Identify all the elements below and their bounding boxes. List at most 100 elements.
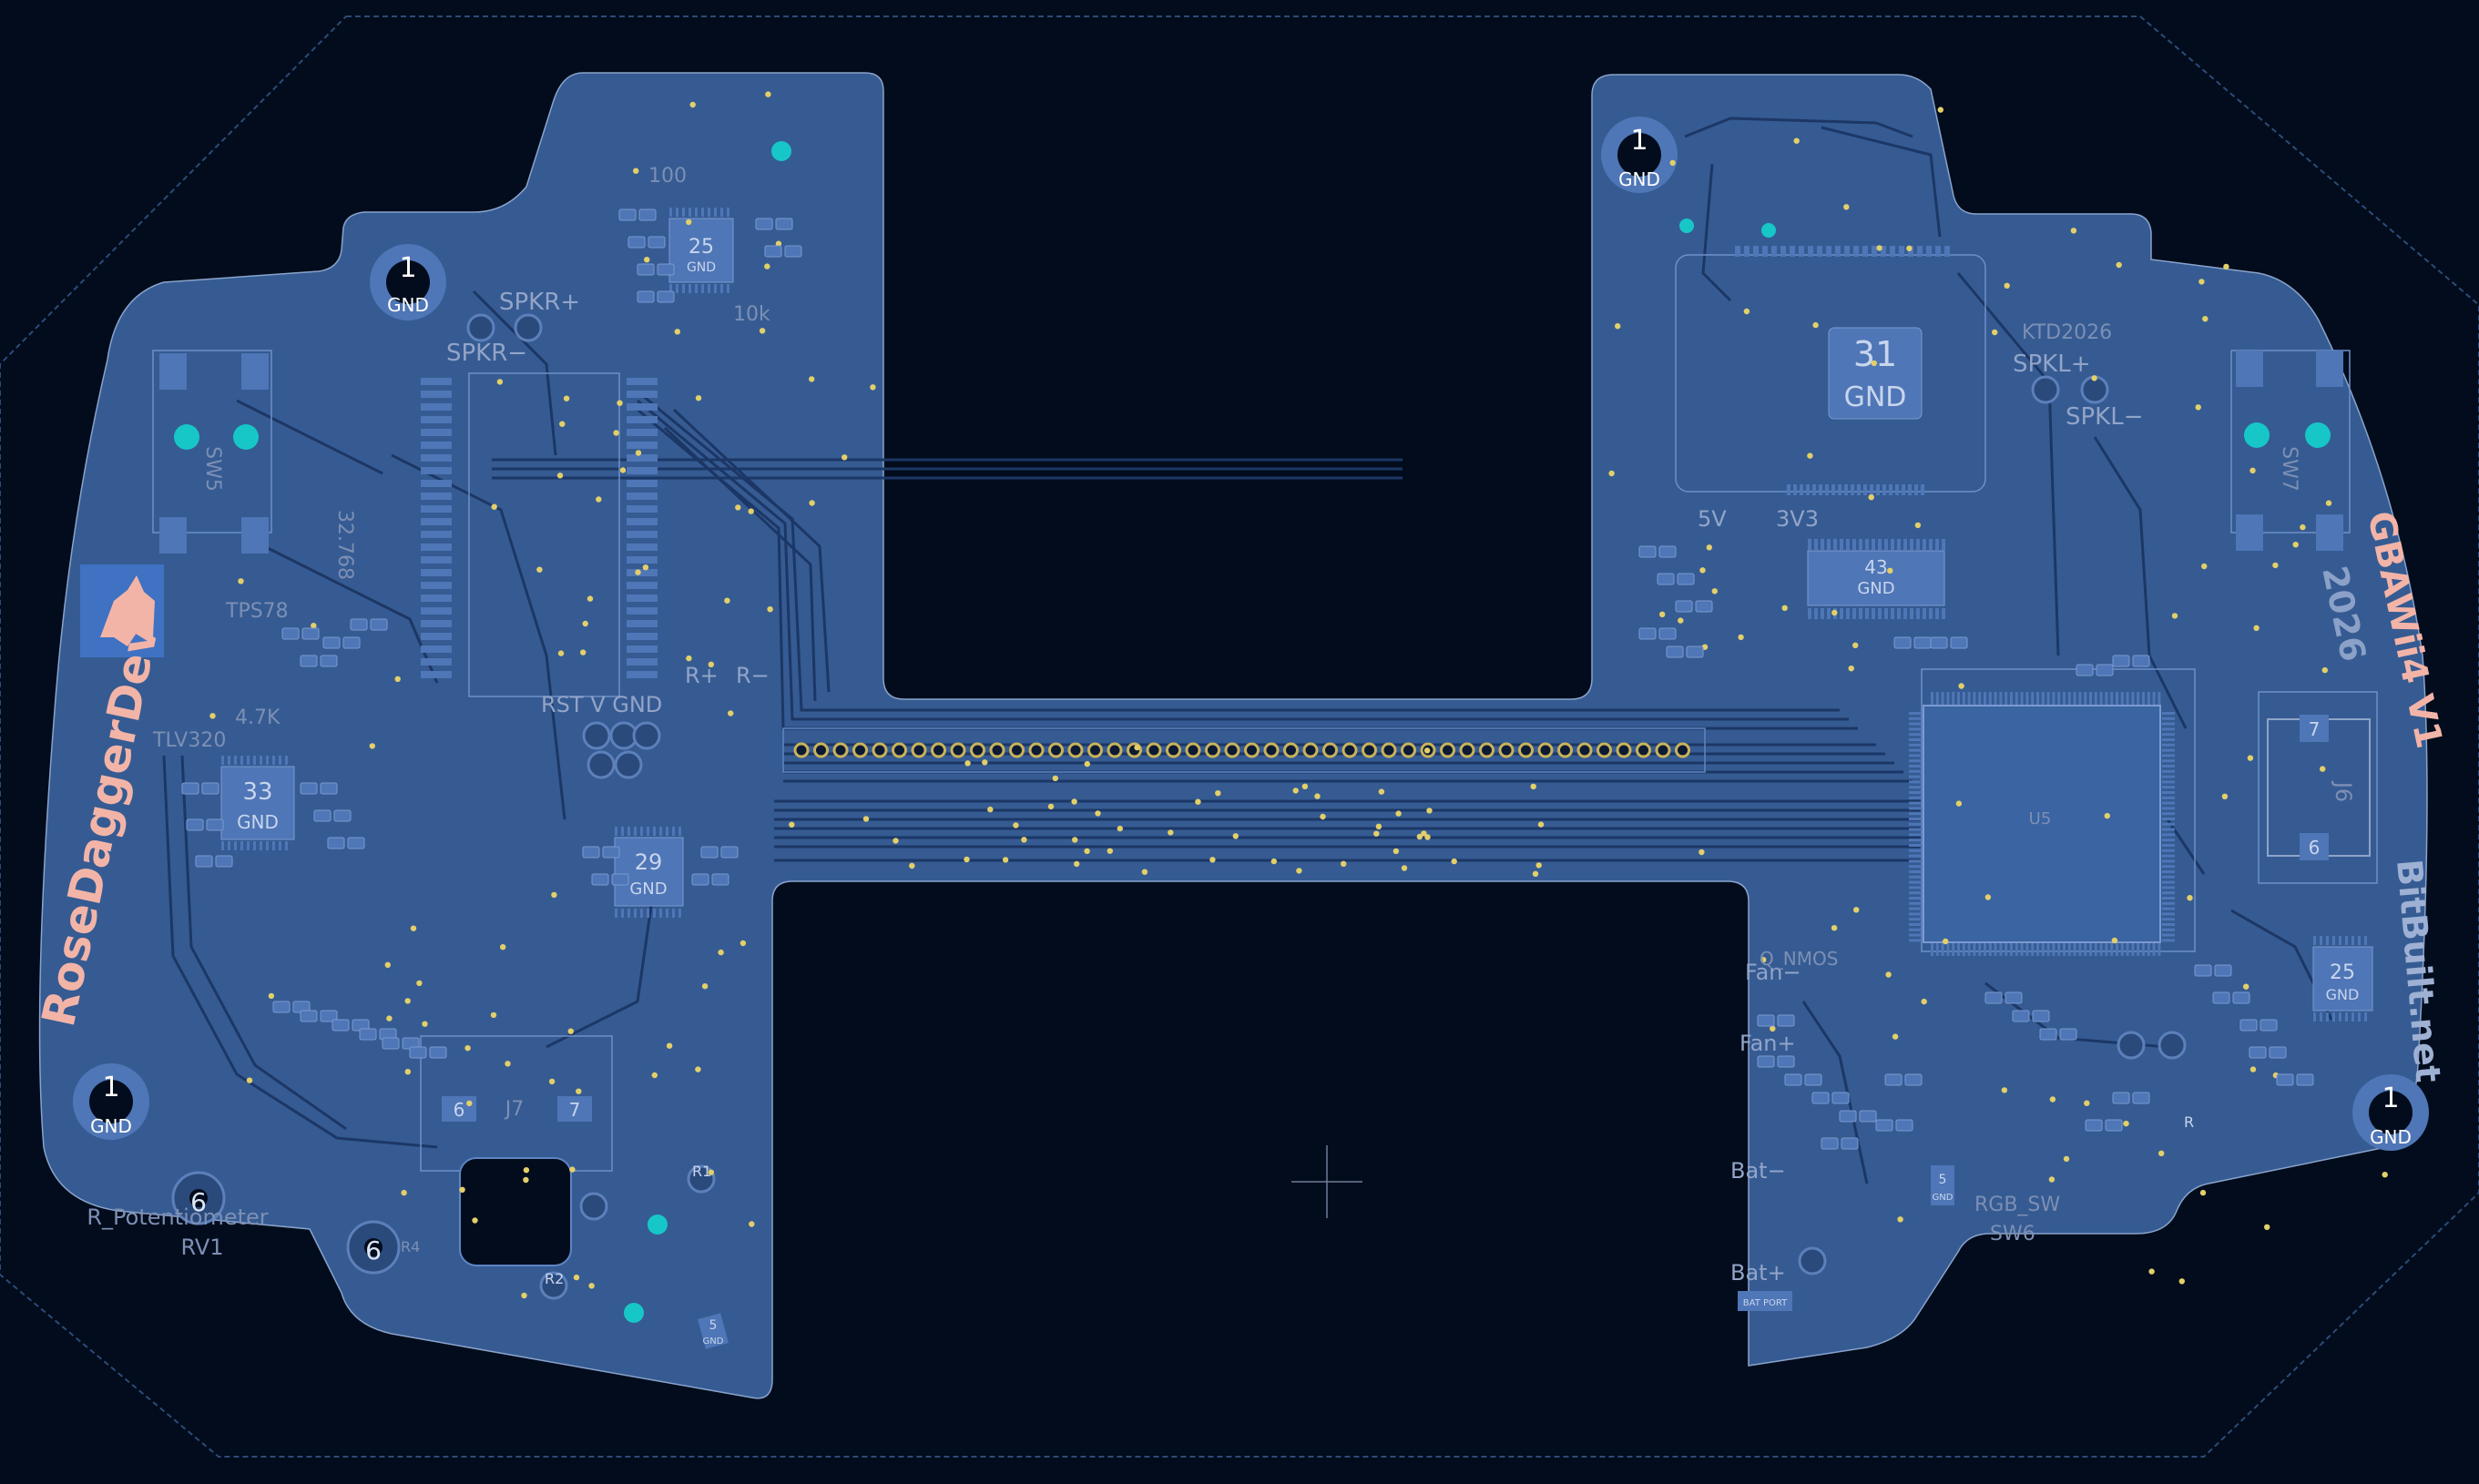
ic-u25-right: 25 GND bbox=[2312, 946, 2373, 1011]
j7-connector[interactable]: 6 7 J7 bbox=[442, 1096, 592, 1266]
header-pin bbox=[1263, 742, 1280, 758]
svg-text:RGB_SW: RGB_SW bbox=[1974, 1194, 2060, 1216]
r-potentiometer-label: R_Potentiometer bbox=[87, 1204, 268, 1230]
ic-u33: 33 GND bbox=[220, 766, 295, 840]
header-pin bbox=[1087, 742, 1103, 758]
svg-text:R1: R1 bbox=[692, 1163, 711, 1180]
svg-text:Q_NMOS: Q_NMOS bbox=[1760, 948, 1838, 970]
svg-text:25: 25 bbox=[2330, 961, 2355, 984]
spkr-plus-label: SPKR+ bbox=[499, 289, 580, 316]
svg-text:6: 6 bbox=[190, 1187, 207, 1217]
round-test-pads[interactable] bbox=[466, 313, 2187, 1300]
svg-text:7: 7 bbox=[2309, 718, 2321, 740]
svg-text:GND: GND bbox=[90, 1115, 132, 1137]
bat-minus-label: Bat− bbox=[1730, 1158, 1786, 1184]
header-pin bbox=[931, 742, 946, 758]
header-pin bbox=[1576, 742, 1593, 758]
header-pin bbox=[1283, 742, 1299, 758]
svg-text:GND: GND bbox=[237, 811, 279, 833]
3v3-label: 3V3 bbox=[1776, 506, 1819, 532]
passive-components bbox=[181, 208, 2314, 1150]
header-pin bbox=[1440, 742, 1455, 758]
small-gnd-pads: 5 GND BAT PORT 5 GND R bbox=[698, 1113, 2194, 1349]
svg-text:6: 6 bbox=[454, 1099, 465, 1121]
ic-u5-qfp: U5 bbox=[1923, 705, 2161, 943]
header-pin bbox=[872, 742, 888, 758]
header-pin bbox=[1302, 742, 1319, 758]
header-pin bbox=[1342, 742, 1358, 758]
potentiometer-holes[interactable]: 6 6 bbox=[171, 1171, 401, 1275]
silkscreen-labels: SPKR+ SPKR− SPKL+ SPKL− R+ R− RST V GND … bbox=[152, 165, 2144, 1287]
teal-test-pads bbox=[624, 141, 1776, 1323]
r-minus-label: R− bbox=[736, 663, 770, 688]
svg-text:5: 5 bbox=[709, 1318, 718, 1333]
fan-plus-label: Fan+ bbox=[1739, 1031, 1796, 1056]
header-pin bbox=[1028, 742, 1045, 758]
svg-text:TPS78: TPS78 bbox=[225, 600, 289, 623]
via-dots bbox=[209, 91, 2388, 1311]
header-pin bbox=[852, 742, 868, 758]
mounting-hole-bottom-right: 1 GND bbox=[2352, 1074, 2429, 1151]
bat-plus-label: Bat+ bbox=[1730, 1260, 1786, 1286]
svg-text:BAT PORT: BAT PORT bbox=[1743, 1298, 1788, 1308]
switch-sw5[interactable]: SW5 bbox=[159, 353, 269, 554]
ic-u29: 29 GND bbox=[614, 837, 684, 907]
svg-text:GND: GND bbox=[1844, 381, 1907, 413]
header-pin bbox=[1537, 742, 1554, 758]
svg-text:1: 1 bbox=[1630, 125, 1648, 157]
rst-v-gnd-label: RST V GND bbox=[541, 692, 662, 717]
header-pin bbox=[1655, 742, 1671, 758]
ic-chips[interactable]: 25 GND 33 GND 29 GND 31 GND 43 GND 25 GN… bbox=[220, 218, 2373, 1011]
rv1-label: RV1 bbox=[180, 1235, 223, 1260]
svg-text:GND: GND bbox=[703, 1337, 724, 1347]
header-pin bbox=[1616, 742, 1632, 758]
header-pin bbox=[1224, 742, 1240, 758]
header-pin bbox=[1557, 742, 1573, 758]
svg-text:6: 6 bbox=[365, 1235, 382, 1265]
svg-text:U5: U5 bbox=[2029, 809, 2052, 828]
spkl-plus-label: SPKL+ bbox=[2013, 351, 2091, 378]
mounting-hole-top-left: 1 GND bbox=[370, 244, 446, 320]
header-pin bbox=[1146, 742, 1162, 758]
header-pin bbox=[1048, 742, 1064, 758]
svg-text:TLV320: TLV320 bbox=[152, 729, 226, 752]
header-pin bbox=[970, 742, 985, 758]
svg-text:GND: GND bbox=[1857, 579, 1894, 598]
svg-text:100: 100 bbox=[648, 165, 687, 188]
header-pin bbox=[1381, 742, 1397, 758]
svg-text:SW6: SW6 bbox=[1990, 1223, 2035, 1245]
svg-text:1: 1 bbox=[2382, 1083, 2399, 1114]
header-pin bbox=[1636, 742, 1651, 758]
ic-u25-left: 25 GND bbox=[668, 218, 734, 283]
header-pin bbox=[1597, 742, 1612, 758]
fan-minus-label: Fan− bbox=[1745, 960, 1801, 985]
switch-sw7[interactable]: SW7 bbox=[2236, 351, 2343, 551]
mounting-hole-bottom-left: 1 GND bbox=[73, 1063, 149, 1140]
header-pin bbox=[1362, 742, 1377, 758]
header-pin bbox=[1401, 742, 1416, 758]
spkl-minus-label: SPKL− bbox=[2066, 403, 2144, 431]
header-pin bbox=[1322, 742, 1338, 758]
header-pin bbox=[1675, 742, 1690, 758]
svg-text:GND: GND bbox=[629, 879, 667, 899]
header-pin bbox=[832, 742, 849, 758]
svg-text:31: 31 bbox=[1853, 334, 1897, 374]
header-connector[interactable] bbox=[782, 727, 1706, 773]
header-pin bbox=[813, 742, 829, 758]
header-pin bbox=[989, 742, 1005, 758]
svg-text:J7: J7 bbox=[504, 1098, 525, 1121]
5v-label: 5V bbox=[1698, 506, 1727, 532]
svg-text:KTD2026: KTD2026 bbox=[2022, 321, 2112, 344]
header-pin bbox=[793, 742, 810, 758]
silkscreen-outlines bbox=[152, 254, 2378, 1172]
header-pin bbox=[892, 742, 907, 758]
mounting-hole-top-right: 1 GND bbox=[1601, 117, 1678, 193]
svg-text:J6: J6 bbox=[2331, 780, 2356, 802]
svg-text:1: 1 bbox=[102, 1072, 119, 1103]
svg-text:SW5: SW5 bbox=[201, 446, 224, 492]
mounting-holes[interactable]: 1 GND 1 GND 1 GND 1 GND bbox=[73, 117, 2429, 1151]
j6-connector[interactable]: 7 6 J6 bbox=[2267, 715, 2371, 860]
ic-pin-rows bbox=[221, 208, 2367, 1022]
header-pin bbox=[1185, 742, 1201, 758]
